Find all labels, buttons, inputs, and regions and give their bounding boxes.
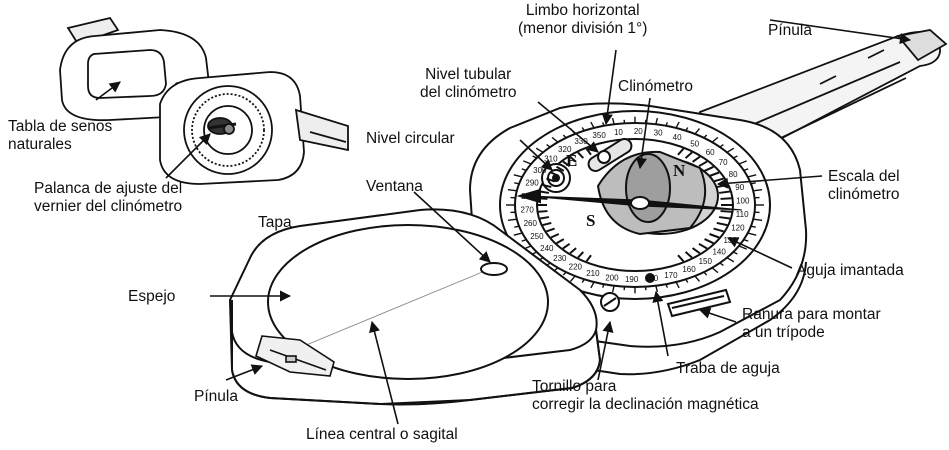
- dial-number: 50: [690, 139, 699, 148]
- label-nivel-tubular: Nivel tubular del clinómetro: [420, 66, 517, 102]
- label-clinometro: Clinómetro: [618, 78, 693, 96]
- dial-number: 250: [530, 232, 544, 241]
- dial-number: 20: [634, 127, 643, 136]
- dial-number: 180: [645, 274, 659, 283]
- label-tapa: Tapa: [258, 214, 292, 232]
- dial-number: 200: [605, 273, 619, 282]
- dial-number: 230: [553, 254, 567, 263]
- dial-number: 80: [729, 170, 738, 179]
- clino-tick: [539, 198, 548, 199]
- dial-number: 120: [731, 223, 745, 232]
- label-ventana: Ventana: [366, 178, 423, 196]
- clino-tick: [539, 211, 548, 212]
- dial-number: 170: [664, 271, 678, 280]
- dial-number: 90: [735, 183, 744, 192]
- label-traba-aguja: Traba de aguja: [676, 360, 780, 378]
- dial-tick: [514, 183, 519, 184]
- dial-number: 140: [712, 247, 726, 256]
- dial-number: 240: [540, 244, 554, 253]
- dial-number: 350: [592, 131, 606, 140]
- label-pinula-top: Pínula: [768, 22, 812, 40]
- label-linea-central: Línea central o sagital: [306, 426, 458, 444]
- clino-tick: [721, 198, 732, 199]
- dial-tick: [751, 226, 756, 227]
- dial-number: 70: [719, 158, 728, 167]
- cardinal-e: E: [566, 151, 577, 170]
- cardinal-s: S: [586, 211, 595, 230]
- dial-number: 40: [673, 133, 682, 142]
- label-ranura-tripode: Ranura para montar a un trípode: [742, 306, 881, 342]
- dial-number: 300: [533, 166, 547, 175]
- dial-number: 160: [682, 265, 696, 274]
- dial-number: 100: [736, 196, 750, 205]
- clinometer-level-body: [626, 154, 670, 222]
- dial-number: 210: [586, 269, 600, 278]
- dial-number: 220: [569, 263, 583, 272]
- dial-number: 150: [699, 257, 713, 266]
- cardinal-n: N: [673, 161, 686, 180]
- label-limbo-horizontal: Limbo horizontal (menor división 1°): [518, 2, 647, 38]
- dial-tick: [514, 226, 519, 227]
- label-espejo: Espejo: [128, 288, 175, 306]
- dial-number: 290: [525, 179, 539, 188]
- label-tabla-senos: Tabla de senos naturales: [8, 118, 112, 154]
- dial-number: 110: [736, 210, 749, 219]
- dial-number: 280: [521, 192, 535, 201]
- dial-number: 260: [524, 219, 538, 228]
- dial-tick: [751, 183, 756, 184]
- dial-number: 270: [521, 206, 535, 215]
- label-tornillo-declinacion: Tornillo para corregir la declinación ma…: [532, 378, 759, 414]
- label-pinula-bottom: Pínula: [194, 388, 238, 406]
- dial-number: 60: [706, 148, 715, 157]
- label-palanca-vernier: Palanca de ajuste del vernier del clinóm…: [34, 180, 182, 216]
- dial-number: 190: [625, 275, 639, 284]
- sine-table-plate: [88, 50, 166, 98]
- mirror-window: [481, 263, 507, 275]
- label-aguja-imantada: Aguja imantada: [796, 262, 904, 280]
- dial-number: 310: [544, 155, 558, 164]
- dial-number: 30: [654, 129, 663, 138]
- inset-compass: [60, 18, 348, 184]
- clino-tick: [721, 211, 732, 212]
- dial-number: 130: [723, 236, 737, 245]
- dial-number: 10: [614, 128, 623, 137]
- label-nivel-circular: Nivel circular: [366, 130, 455, 148]
- label-escala-clinometro: Escala del clinómetro: [828, 168, 900, 204]
